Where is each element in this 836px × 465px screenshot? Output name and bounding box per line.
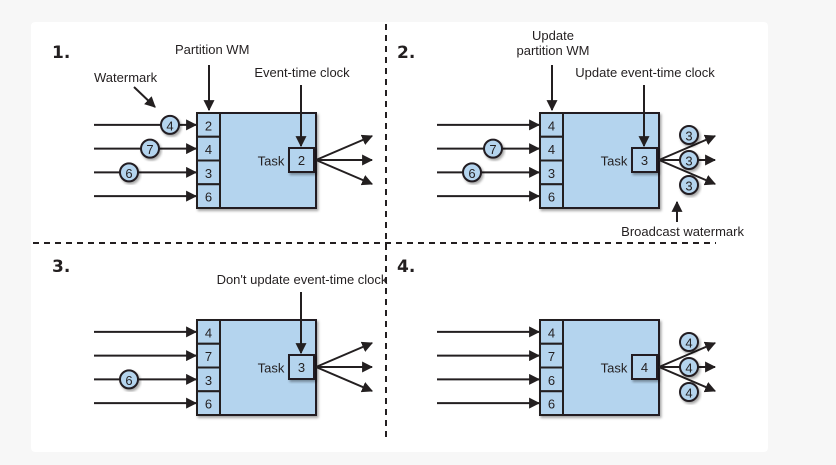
event-time-clock-box (631, 147, 658, 173)
event-time-clock-value: 4 (641, 360, 648, 375)
broadcast-watermark-value: 4 (685, 386, 692, 401)
partition-watermark-value: 7 (205, 349, 212, 364)
partition-watermark-value: 4 (205, 142, 212, 157)
output-stream-arrow (658, 341, 717, 368)
broadcast-watermark-value: 3 (685, 154, 692, 169)
broadcast-watermark-circle (679, 150, 699, 170)
partition-watermark-value: 4 (548, 118, 555, 133)
panel-3: 3. 4 7 3 6 Task 3 6 Don't update event-time cloc… (52, 257, 388, 416)
output-stream-arrow (315, 159, 374, 186)
output-stream-arrow (658, 159, 717, 186)
broadcast-watermark-circle (679, 357, 699, 377)
broadcast-watermark-annotation: Broadcast watermark (621, 224, 744, 239)
panel-number: 3. (52, 257, 70, 277)
partition-watermark-cell (539, 183, 564, 209)
partition-watermark-cell (196, 183, 221, 209)
partition-watermark-value: 4 (205, 325, 212, 340)
event-time-clock-value: 3 (298, 360, 305, 375)
partition-watermark-value: 6 (548, 373, 555, 388)
partition-wm-annotation: Partition WM (175, 42, 249, 57)
partition-watermark-value: 4 (548, 142, 555, 157)
event-time-clock-value: 2 (298, 153, 305, 168)
incoming-watermark-circle (462, 162, 482, 183)
update-partition-wm-annotation-line2: partition WM (517, 43, 590, 58)
partition-watermark-value: 4 (548, 325, 555, 340)
panel-4: 4. 4 7 6 6 Task 4 4 4 4 (397, 257, 717, 416)
broadcast-watermark-circle (679, 175, 699, 195)
incoming-watermark-circle (119, 369, 139, 390)
output-stream-arrow (658, 134, 717, 161)
incoming-watermark-value: 7 (489, 142, 496, 157)
partition-watermark-value: 3 (205, 166, 212, 181)
panel-number: 2. (397, 43, 415, 63)
panel-number: 1. (52, 43, 70, 63)
partition-watermark-value: 2 (205, 118, 212, 133)
partition-watermark-cell (539, 390, 564, 416)
update-partition-wm-annotation-line1: Update (532, 28, 574, 43)
partition-watermark-value: 6 (205, 190, 212, 205)
incoming-watermark-circle (140, 138, 160, 159)
event-time-clock-box (631, 354, 658, 380)
incoming-watermark-value: 6 (468, 166, 475, 181)
incoming-watermark-value: 6 (125, 373, 132, 388)
event-time-clock-value: 3 (641, 153, 648, 168)
output-stream-arrow (315, 341, 374, 368)
broadcast-watermark-value: 3 (685, 129, 692, 144)
broadcast-watermark-value: 4 (685, 336, 692, 351)
broadcast-watermark-value: 4 (685, 361, 692, 376)
incoming-watermark-value: 7 (146, 142, 153, 157)
panel-number: 4. (397, 257, 415, 277)
partition-watermark-cell (196, 390, 221, 416)
task-label: Task (258, 154, 285, 169)
incoming-watermark-value: 6 (125, 166, 132, 181)
broadcast-watermark-value: 3 (685, 179, 692, 194)
watermark-annotation: Watermark (94, 70, 158, 85)
event-time-clock-box (288, 354, 315, 380)
incoming-watermark-circle (119, 162, 139, 183)
task-label: Task (601, 361, 628, 376)
partition-watermark-value: 6 (205, 397, 212, 412)
partition-watermark-value: 6 (548, 190, 555, 205)
event-time-clock-box (288, 147, 315, 173)
partition-watermark-value: 7 (548, 349, 555, 364)
event-time-clock-annotation: Don't update event-time clock (217, 272, 388, 287)
watermark-pointer-arrow (133, 86, 156, 108)
task-label: Task (601, 154, 628, 169)
output-stream-arrow (315, 134, 374, 161)
partition-watermark-value: 3 (205, 373, 212, 388)
event-time-clock-annotation: Event-time clock (254, 65, 350, 80)
output-stream-arrow (658, 366, 717, 393)
broadcast-watermark-circle (679, 382, 699, 402)
partition-watermark-value: 3 (548, 166, 555, 181)
incoming-watermark-circle (160, 114, 180, 135)
incoming-watermark-value: 4 (166, 118, 173, 133)
event-time-clock-annotation: Update event-time clock (575, 65, 715, 80)
broadcast-watermark-circle (679, 332, 699, 352)
partition-watermark-value: 6 (548, 397, 555, 412)
broadcast-watermark-circle (679, 125, 699, 145)
task-label: Task (258, 361, 285, 376)
output-stream-arrow (315, 366, 374, 393)
incoming-watermark-circle (483, 138, 503, 159)
